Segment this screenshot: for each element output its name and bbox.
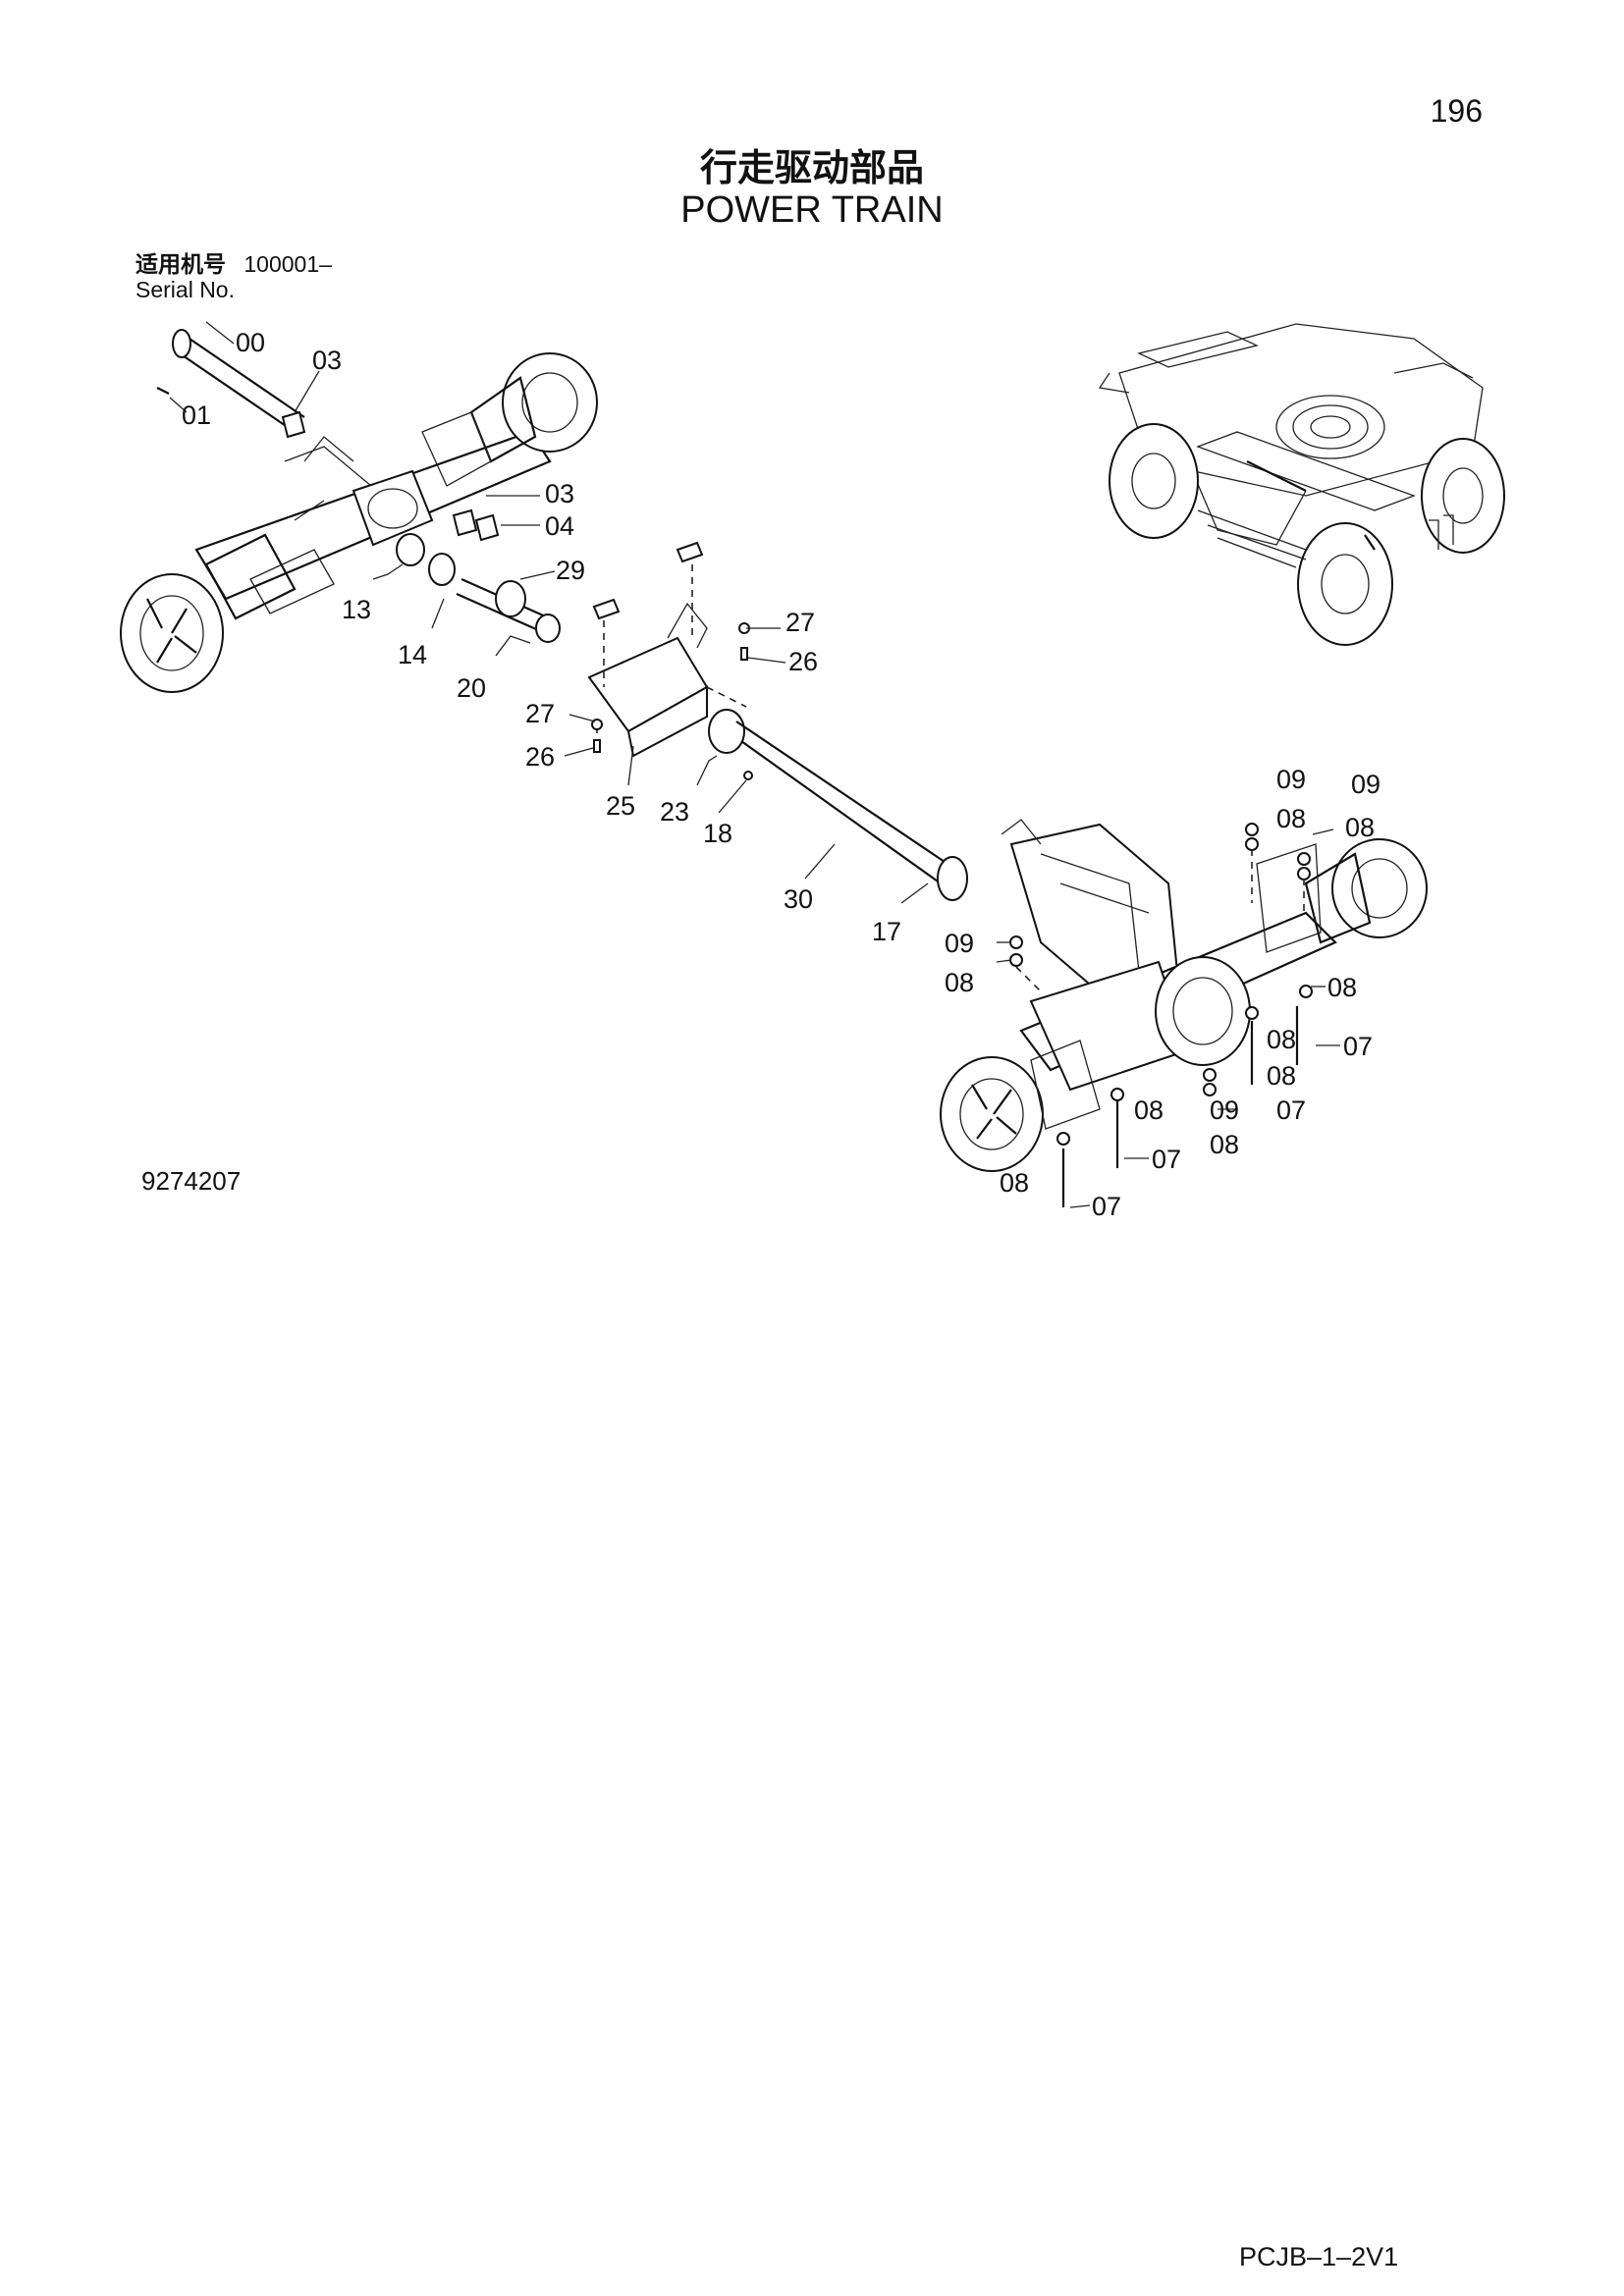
- callout-03: 03: [545, 479, 574, 508]
- callout-08: 08: [1276, 804, 1306, 833]
- callout-03: 03: [312, 346, 342, 375]
- callout-08: 08: [1345, 813, 1375, 842]
- diagram-id: 9274207: [141, 1166, 242, 1196]
- callout-14: 14: [398, 640, 427, 669]
- callout-09: 09: [1276, 765, 1306, 794]
- callout-26: 26: [788, 647, 818, 676]
- callout-18: 18: [703, 819, 732, 848]
- page-number: 196: [1430, 93, 1483, 129]
- callout-08: 08: [1267, 1025, 1296, 1054]
- callout-07: 07: [1343, 1032, 1373, 1061]
- callout-08: 08: [1134, 1095, 1164, 1125]
- callout-08: 08: [1000, 1168, 1029, 1198]
- callout-29: 29: [556, 556, 585, 585]
- callout-25: 25: [606, 791, 635, 821]
- center-bracket-and-shaft: [587, 541, 968, 901]
- callout-01: 01: [182, 400, 211, 430]
- callout-labels: 00 01 03 03 04 29 13 14 20 27 26 27 26 2…: [182, 328, 1380, 1221]
- callout-07: 07: [1276, 1095, 1306, 1125]
- leader-lines: [169, 321, 1340, 1208]
- callout-00: 00: [236, 328, 265, 357]
- callout-04: 04: [545, 511, 574, 541]
- serial-number-block: 适用机号 100001– Serial No.: [135, 252, 332, 302]
- callout-27: 27: [525, 699, 555, 728]
- callout-08: 08: [1210, 1130, 1239, 1159]
- page-title-chinese: 行走驱动部品: [699, 146, 924, 189]
- serial-label-english: Serial No.: [135, 277, 235, 302]
- callout-20: 20: [457, 673, 486, 703]
- callout-09: 09: [1210, 1095, 1239, 1125]
- callout-09: 09: [945, 929, 974, 958]
- front-axle-assembly: [120, 329, 598, 693]
- callout-26: 26: [525, 742, 555, 772]
- rear-axle-and-transmission: [940, 819, 1428, 1207]
- serial-label-chinese: 适用机号: [135, 252, 226, 278]
- footer-document-code: PCJB–1–2V1: [1239, 2242, 1399, 2271]
- serial-range: 100001–: [244, 251, 332, 277]
- callout-08: 08: [1267, 1061, 1296, 1091]
- callout-07: 07: [1092, 1192, 1121, 1221]
- callout-08: 08: [945, 968, 974, 997]
- callout-09: 09: [1351, 770, 1380, 799]
- callout-30: 30: [784, 884, 813, 914]
- page-title-english: POWER TRAIN: [680, 189, 944, 231]
- callout-17: 17: [872, 917, 901, 946]
- callout-27: 27: [785, 608, 815, 637]
- callout-08: 08: [1327, 973, 1357, 1002]
- machine-overview-inset: [1098, 323, 1505, 646]
- callout-13: 13: [342, 595, 371, 624]
- callout-23: 23: [660, 797, 689, 827]
- callout-07: 07: [1152, 1145, 1181, 1174]
